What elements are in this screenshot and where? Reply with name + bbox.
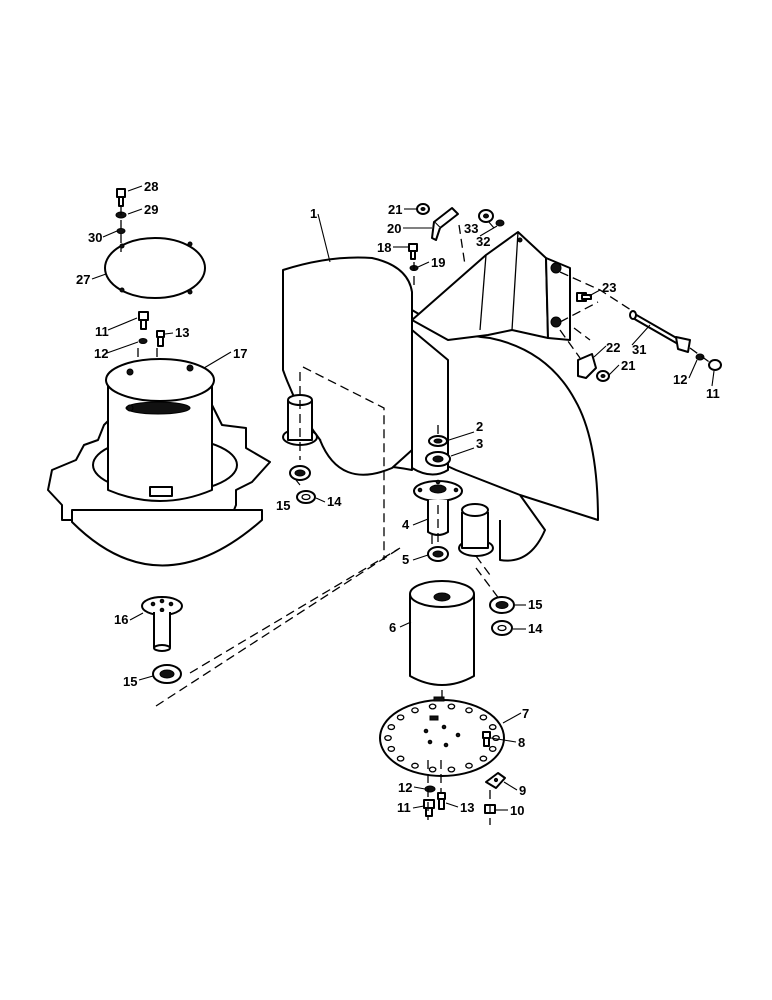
bolt-28 <box>116 188 126 207</box>
callout-16: 16 <box>114 612 128 627</box>
bolt-18 <box>408 243 418 260</box>
disc-bolt-hole <box>428 703 437 710</box>
callout-28: 28 <box>144 179 158 194</box>
spring-bracket-22 <box>577 353 597 379</box>
washer-14-mid <box>296 490 316 504</box>
bearing-5 <box>427 546 449 562</box>
callout-13-top: 13 <box>175 325 189 340</box>
callout-20: 20 <box>387 221 401 236</box>
callout-11-bottom: 11 <box>397 800 411 815</box>
callout-4: 4 <box>402 517 410 532</box>
washer-12-top <box>138 338 148 344</box>
clip-20 <box>431 207 459 241</box>
main-frame-1 <box>282 231 599 562</box>
bearing-3 <box>425 451 451 467</box>
knife-9 <box>485 772 506 789</box>
callout-5: 5 <box>402 552 409 567</box>
cover-plate-27 <box>104 237 206 299</box>
disc-bolt-hole <box>411 762 419 769</box>
nut-21-right <box>596 370 610 382</box>
callout-2: 2 <box>476 419 483 434</box>
callout-7: 7 <box>522 706 529 721</box>
washer-30 <box>116 228 126 234</box>
washer-14-right <box>491 620 513 636</box>
disc-bolt-hole <box>488 745 497 752</box>
callout-23: 23 <box>602 280 616 295</box>
washer-12-right <box>695 353 705 361</box>
bolt-23 <box>576 292 592 302</box>
disc-bolt-hole <box>411 707 419 714</box>
disc-bolt-hole <box>465 707 473 714</box>
nut-11-right <box>708 359 722 371</box>
bearing-15-mid <box>289 465 311 481</box>
callout-12-right: 12 <box>673 372 687 387</box>
callout-8: 8 <box>518 735 525 750</box>
bolt-11-top <box>138 311 149 330</box>
disc-bolt-hole <box>479 755 488 762</box>
callout-15-mid: 15 <box>276 498 290 513</box>
disc-bolt-hole <box>465 762 473 769</box>
screw-13-bottom <box>437 792 446 810</box>
bearing-15-right <box>489 596 515 614</box>
callout-1: 1 <box>310 206 317 221</box>
callout-31: 31 <box>632 342 646 357</box>
callout-6: 6 <box>389 620 396 635</box>
disc-bolt-hole <box>384 734 392 742</box>
bearing-15-left <box>152 664 182 684</box>
callout-15-left: 15 <box>123 674 137 689</box>
callout-13-bottom: 13 <box>460 800 474 815</box>
callout-14-mid: 14 <box>327 494 342 509</box>
callout-12-top: 12 <box>94 346 108 361</box>
callout-12-bottom: 12 <box>398 780 412 795</box>
disc-bolt-hole <box>387 745 396 752</box>
callout-14-right: 14 <box>528 621 543 636</box>
bolt-8 <box>482 731 491 747</box>
right-mount-cup <box>458 503 494 557</box>
nut-33 <box>478 209 494 223</box>
callout-27: 27 <box>76 272 90 287</box>
callout-3: 3 <box>476 436 483 451</box>
callout-9: 9 <box>519 783 526 798</box>
disc-bolt-hole <box>488 724 497 731</box>
callout-15-right: 15 <box>528 597 542 612</box>
callout-33: 33 <box>464 221 478 236</box>
callout-11-right: 11 <box>706 386 720 401</box>
nut-21-top <box>416 203 430 215</box>
disc-7 <box>379 696 505 777</box>
disc-bolt-hole <box>479 714 488 721</box>
screw-13-top <box>156 330 165 347</box>
leader-lines <box>91 185 715 811</box>
callout-32: 32 <box>476 234 490 249</box>
callout-17: 17 <box>233 346 247 361</box>
callout-19: 19 <box>431 255 445 270</box>
washer-2 <box>428 435 448 447</box>
callout-21-top: 21 <box>388 202 402 217</box>
callout-29: 29 <box>144 202 158 217</box>
callout-30: 30 <box>88 230 102 245</box>
callout-10: 10 <box>510 803 524 818</box>
disc-bolt-hole <box>387 724 396 731</box>
disc-bolt-hole <box>447 703 456 710</box>
washer-12-bottom <box>424 785 436 793</box>
rod-31 <box>629 310 691 353</box>
callout-21-right: 21 <box>621 358 635 373</box>
disc-bolt-hole <box>428 766 437 773</box>
flanged-spindle-4 <box>413 479 463 536</box>
disc-bolt-hole <box>396 755 405 762</box>
callout-11-top: 11 <box>95 324 109 339</box>
disc-bolt-hole <box>447 766 456 773</box>
washer-32 <box>495 219 505 227</box>
callout-22: 22 <box>606 340 620 355</box>
bolt-11-bottom <box>423 799 435 817</box>
drum-6 <box>409 580 475 686</box>
hub-shaft-16 <box>141 596 183 652</box>
disc-bolt-hole <box>396 714 405 721</box>
housing-17 <box>47 358 271 567</box>
callout-18: 18 <box>377 240 391 255</box>
